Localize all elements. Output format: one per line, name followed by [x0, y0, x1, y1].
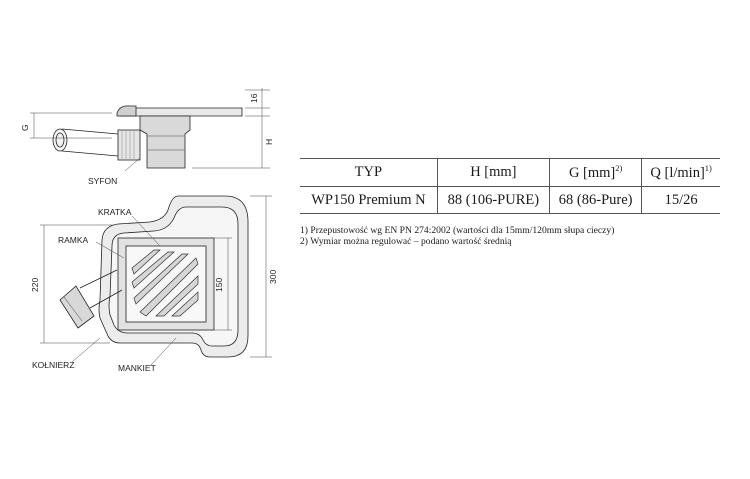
header-g: G [mm]2) — [548, 158, 642, 187]
footnote-1: 1) Przepustowość wg EN PN 274:2002 (wart… — [300, 225, 615, 236]
cell-q: 15/26 — [641, 186, 720, 214]
table-row: WP150 Premium N 88 (106-PURE) 68 (86-Pur… — [300, 186, 720, 214]
dim-h: H — [264, 139, 274, 145]
side-view — [30, 88, 270, 172]
label-ramka: RAMKA — [58, 235, 89, 245]
spec-table: TYP H [mm] G [mm]2) Q [l/min]1) WP150 Pr… — [300, 158, 720, 214]
dim-220: 220 — [30, 278, 40, 292]
cell-g: 68 (86-Pure) — [548, 186, 642, 214]
top-view — [40, 195, 272, 367]
footnote-2: 2) Wymiar można regulować – podano warto… — [300, 236, 512, 247]
label-syfon: SYFON — [88, 176, 117, 186]
technical-drawing: 16 G H SYFON KR — [20, 88, 278, 373]
label-kolnierz: KOŁNIERZ — [32, 360, 75, 370]
dim-150: 150 — [214, 278, 224, 292]
table-header-row: TYP H [mm] G [mm]2) Q [l/min]1) — [300, 158, 720, 187]
dim-16: 16 — [249, 93, 259, 103]
header-h: H [mm] — [436, 158, 550, 187]
footnotes: 1) Przepustowość wg EN PN 274:2002 (wart… — [300, 225, 740, 247]
cell-typ: WP150 Premium N — [300, 186, 438, 214]
dim-g: G — [20, 124, 30, 131]
label-kratka: KRATKA — [98, 207, 132, 217]
header-q: Q [l/min]1) — [641, 158, 720, 187]
dim-300: 300 — [268, 270, 278, 284]
header-typ: TYP — [300, 158, 438, 187]
cell-h: 88 (106-PURE) — [436, 186, 550, 214]
label-mankiet: MANKIET — [118, 363, 156, 373]
